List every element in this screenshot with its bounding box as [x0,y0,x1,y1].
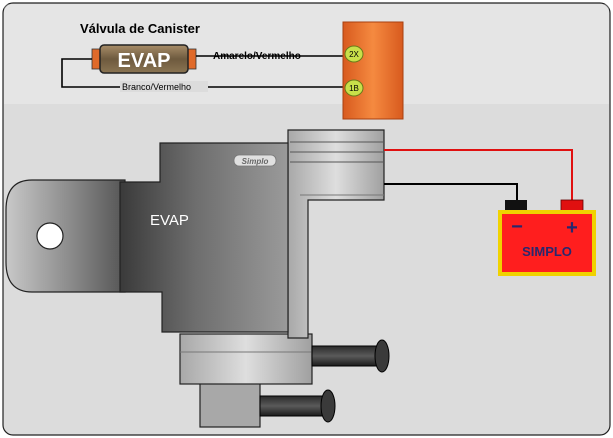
evap-body-label: EVAP [150,212,189,229]
battery: − + SIMPLO [498,199,596,276]
pin-2x-label: 2X [349,50,359,59]
vacuum-nozzle-upper [311,339,390,373]
wire-label-top: Amarelo/Vermelho [213,51,301,62]
diagram-title: Válvula de Canister [80,21,200,36]
brand-tag: Simplo [242,157,269,166]
valve-housing [287,129,385,339]
wire-label-bottom: Branco/Vermelho [122,82,191,92]
lower-housing [179,333,313,428]
evap-body: EVAP Simplo [119,142,289,333]
mounting-hole [36,222,64,250]
battery-minus: − [511,216,523,238]
connector-block: 2X 1B [342,21,404,120]
pin-1b-label: 1B [349,84,359,93]
mounting-bracket [5,179,126,293]
small-valve-label: EVAP [118,50,171,72]
pin-2x [344,45,364,63]
red-wire [384,149,573,204]
battery-plus: + [566,217,578,239]
black-wire [384,183,518,204]
battery-wires [384,149,573,204]
battery-label: SIMPLO [522,244,572,259]
vacuum-nozzle-lower [259,389,336,423]
small-evap-valve: EVAP [91,44,197,74]
pin-1b [344,79,364,97]
